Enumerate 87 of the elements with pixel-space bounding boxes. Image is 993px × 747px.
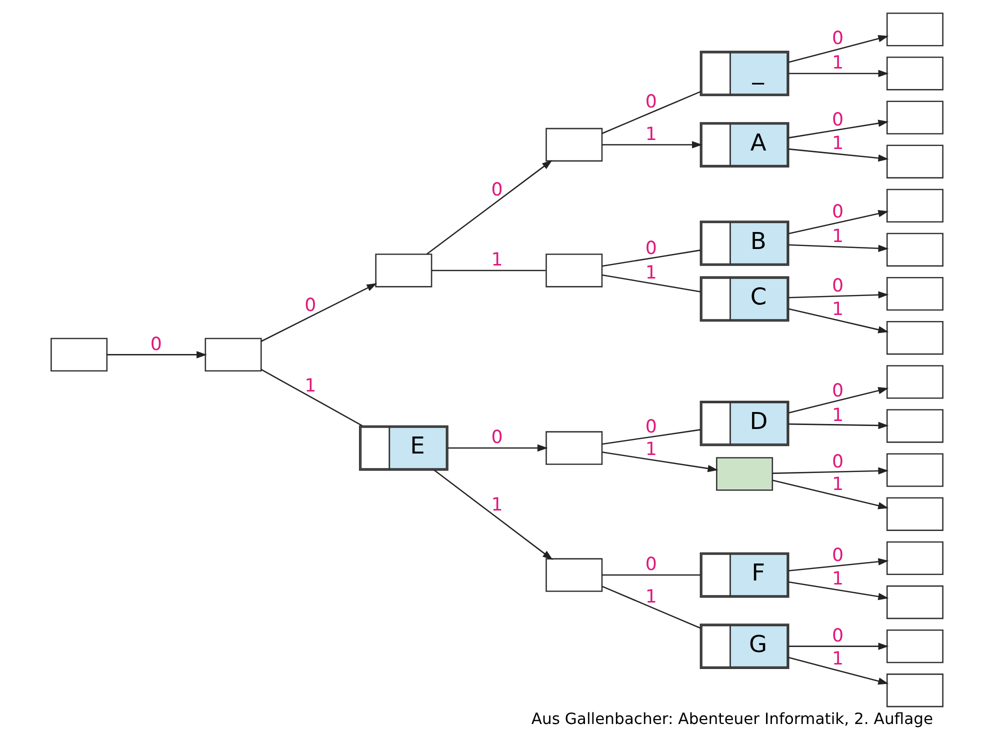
node-box: [886, 232, 943, 267]
node-box: [886, 629, 943, 664]
edge-label: 1: [644, 438, 656, 460]
arrow: [788, 35, 888, 63]
edge-label: 0: [490, 427, 502, 448]
edge-label: 0: [832, 202, 844, 223]
arrow: [788, 308, 888, 334]
node-box: [886, 321, 943, 355]
caption: Aus Gallenbacher: Abenteuer Informatik, 2. Auflage: [530, 710, 933, 728]
arrow: [788, 581, 888, 600]
node-box: [50, 338, 108, 372]
connector: [601, 429, 700, 445]
connector: [602, 574, 700, 576]
edge-label: 0: [150, 334, 162, 355]
node-box: [716, 457, 773, 491]
arrow: [788, 642, 888, 650]
edge-label: 0: [832, 275, 844, 296]
arrow: [788, 120, 888, 138]
arrow: [788, 244, 888, 252]
connector: [601, 91, 700, 134]
arrow: [433, 470, 552, 560]
edge-label: 0: [644, 416, 656, 438]
arrow: [788, 70, 888, 78]
edge-label: 1: [832, 132, 844, 154]
connector: [601, 250, 700, 267]
node-box: [545, 254, 602, 288]
edge-label: 0: [832, 28, 844, 49]
edge-label: 0: [644, 554, 656, 576]
arrow: [788, 422, 888, 430]
edge-label: 1: [832, 568, 844, 590]
edge-label: 0: [832, 110, 844, 131]
connector: [601, 586, 700, 629]
edge-label: 0: [832, 452, 844, 473]
arrow: [601, 451, 718, 472]
edge-label: 1: [644, 586, 656, 608]
node-box: [886, 56, 943, 90]
edge-label: 1: [490, 494, 502, 516]
node-box: [886, 541, 943, 576]
edge-label: 1: [644, 262, 656, 284]
edge-label: 0: [304, 294, 316, 316]
node-box: [374, 254, 432, 288]
edge-label: 0: [832, 625, 844, 646]
node-box: [886, 453, 943, 487]
node-box: [886, 100, 943, 134]
node-box: [204, 338, 262, 372]
node-box: [886, 497, 943, 531]
arrow: [788, 558, 888, 572]
edge-label: 1: [832, 405, 844, 426]
node-box: [886, 12, 943, 46]
arrow: [788, 291, 888, 299]
node-box: [886, 409, 943, 443]
edge-label: 1: [832, 474, 844, 495]
edge-label: 0: [832, 380, 844, 402]
arrow: [426, 160, 552, 255]
edge-label: 0: [644, 238, 656, 259]
arrow: [788, 387, 888, 414]
edge-label: 0: [832, 545, 844, 566]
edge-label: 1: [644, 124, 656, 145]
node-box: [886, 674, 943, 708]
connector: [601, 274, 700, 292]
arrow: [106, 351, 206, 358]
arrow: [260, 283, 377, 342]
node-box: [886, 365, 943, 399]
connector: [431, 270, 546, 272]
node-box: [545, 128, 602, 162]
edge-label: 1: [832, 298, 844, 320]
edge-label: 1: [832, 648, 844, 670]
arrow: [788, 210, 888, 234]
edge-label: 1: [304, 375, 316, 396]
connector: [260, 368, 362, 426]
node-box: [545, 558, 602, 592]
node-box: [886, 188, 943, 223]
node-box: [886, 144, 943, 178]
arrow: [602, 141, 702, 148]
arrow: [772, 480, 888, 510]
edge-label: 0: [490, 180, 502, 201]
node-box: [886, 585, 943, 620]
edge-label: 1: [832, 226, 844, 248]
arrow: [788, 656, 888, 685]
node-box: [886, 276, 943, 311]
edge-label: 1: [490, 250, 502, 271]
arrow: [447, 444, 548, 452]
edge-label: 0: [644, 91, 656, 112]
arrow: [788, 148, 888, 162]
node-box: [545, 431, 602, 465]
edge-label: 1: [832, 52, 844, 74]
arrow: [772, 467, 888, 474]
